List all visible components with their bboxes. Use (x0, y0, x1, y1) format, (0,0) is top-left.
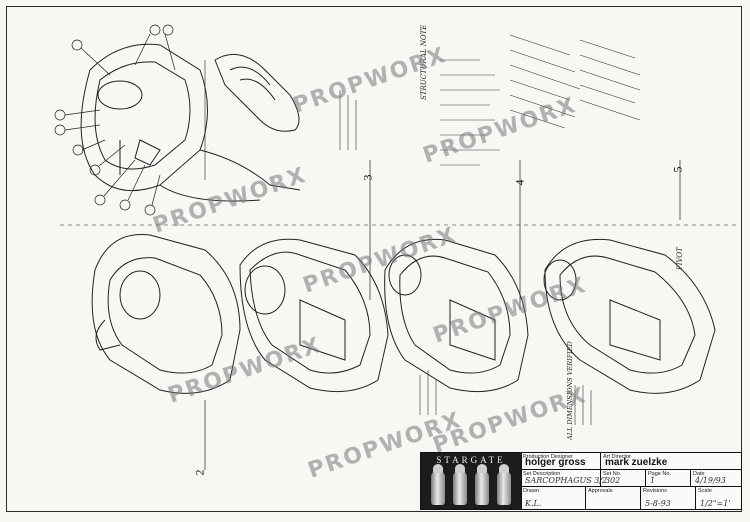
scale-label: Scale (698, 488, 712, 494)
scale-value: 1/2"=1' (700, 499, 731, 508)
page-no-value: 1 (650, 476, 656, 485)
logo-text: STARGATE (436, 455, 506, 465)
approvals-label: Approvals (588, 488, 613, 494)
callout-leaders (54, 24, 176, 216)
drawn-cell: Drawn K.L. (521, 487, 586, 509)
set-description-value: SARCOPHAGUS 3/2 (525, 476, 608, 485)
assembly-view-4 (384, 160, 529, 393)
set-no-cell: Set No. 302 (601, 470, 646, 487)
drawn-label: Drawn (523, 488, 539, 494)
set-description-cell: Set Description SARCOPHAGUS 3/2 (521, 470, 607, 487)
hand-sketch (204, 53, 300, 180)
assembly-view-5 (543, 160, 716, 394)
art-director-label: Art Director (603, 454, 631, 460)
production-designer-cell: Production Designer holger gross (521, 453, 601, 470)
step-number-5: 5 (670, 166, 685, 173)
step-number-2: 2 (192, 469, 207, 476)
set-no-value: 302 (605, 476, 621, 485)
sheet-border (6, 6, 742, 512)
art-director-cell: Art Director mark zuelzke (601, 453, 741, 470)
date-cell: Date 4/19/93 (691, 470, 741, 487)
title-block: STARGATE Production Designer holger gros… (420, 452, 742, 510)
drawn-value: K.L. (525, 499, 542, 508)
revisions-value: 5-8-93 (645, 499, 671, 508)
revisions-cell: Revisions 5-8-93 (641, 487, 696, 509)
scale-cell: Scale 1/2"=1' (696, 487, 741, 509)
canopic-jar-icon (475, 464, 489, 505)
pivot-note: PIVOT (676, 247, 684, 270)
step-number-4: 4 (512, 179, 527, 186)
assembly-view-3 (239, 160, 389, 393)
production-designer-label: Production Designer (523, 454, 573, 460)
exploded-detail-view (80, 43, 301, 202)
set-no-label: Set No. (603, 471, 622, 477)
stargate-logo: STARGATE (421, 453, 522, 509)
step-number-3: 3 (360, 174, 375, 181)
canopic-jar-icon (497, 464, 511, 505)
set-description-label: Set Description (523, 471, 561, 477)
handwritten-notes (339, 34, 641, 425)
revisions-label: Revisions (643, 488, 667, 494)
page-no-label: Page No. (648, 471, 671, 477)
production-designer-value: holger gross (525, 457, 586, 468)
canopic-jar-icon (453, 464, 467, 505)
page-no-cell: Page No. 1 (646, 470, 691, 487)
date-label: Date (693, 471, 705, 477)
approvals-cell: Approvals (586, 487, 641, 509)
art-director-value: mark zuelzke (605, 457, 668, 468)
assembly-view-2 (91, 233, 241, 470)
date-value: 4/19/93 (695, 476, 726, 485)
canopic-jar-icon (431, 464, 445, 505)
